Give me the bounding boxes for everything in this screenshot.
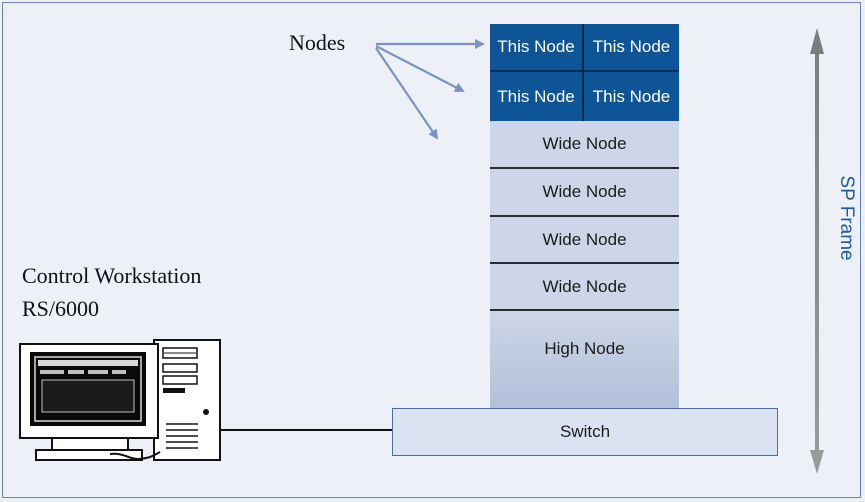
arrow-to-node-row-3 — [375, 47, 439, 140]
nodes-label: Nodes — [289, 30, 346, 55]
thin-node-1: This Node — [490, 24, 584, 72]
control-workstation-label: Control Workstation — [22, 263, 202, 288]
computer-workstation-icon — [19, 339, 221, 461]
switch: Switch — [392, 408, 778, 456]
thin-node-4: This Node — [584, 72, 679, 121]
thin-node-2: This Node — [584, 24, 679, 72]
nodes-pointer-arrows — [375, 39, 485, 140]
arrow-to-node-row-2 — [375, 45, 465, 92]
wide-node-1: Wide Node — [490, 121, 679, 169]
wide-node-2: Wide Node — [490, 169, 679, 217]
wide-node-4: Wide Node — [490, 264, 679, 311]
high-node: High Node — [490, 311, 679, 410]
wide-node-3: Wide Node — [490, 217, 679, 264]
thin-node-3: This Node — [490, 72, 584, 121]
sp-frame-rack: This Node This Node This Node This Node … — [490, 24, 679, 410]
sp-frame-arrow — [810, 28, 824, 474]
control-workstation-model-label: RS/6000 — [22, 296, 100, 321]
